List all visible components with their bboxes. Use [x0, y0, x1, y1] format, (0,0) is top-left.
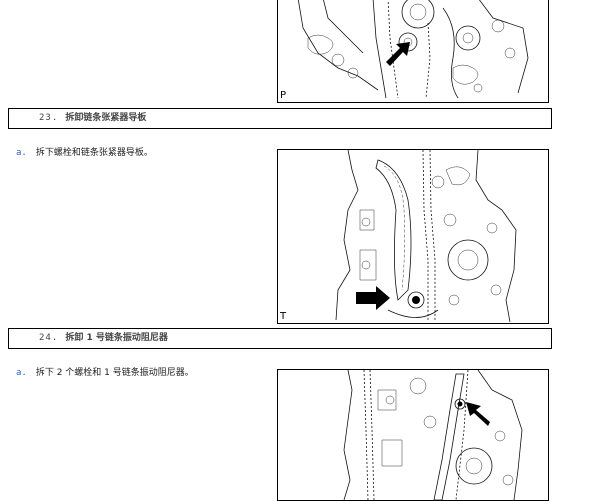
section-title: 拆卸链条张紧器导板: [65, 113, 147, 123]
engine-drawing-top: [297, 0, 529, 99]
section-number: 24.: [39, 333, 59, 343]
section-number: 23.: [39, 113, 59, 123]
section-title: 拆卸 1 号链条振动阻尼器: [65, 333, 168, 343]
section-header-24: 24. 拆卸 1 号链条振动阻尼器: [8, 328, 552, 349]
step-23a: a. 拆下螺栓和链条张紧器导板。: [16, 147, 153, 159]
engine-figure-bottom: [277, 369, 549, 501]
step-text: 拆下螺栓和链条张紧器导板。: [35, 148, 153, 158]
step-marker: a.: [16, 368, 27, 378]
section-header-23: 23. 拆卸链条张紧器导板: [8, 108, 552, 129]
step-24a: a. 拆下 2 个螺栓和 1 号链条振动阻尼器。: [16, 367, 194, 379]
engine-figure-top: P: [277, 0, 549, 103]
figure-code: T: [280, 311, 287, 322]
engine-drawing-bottom: [343, 370, 523, 500]
step-marker: a.: [16, 148, 27, 158]
engine-drawing-middle: [335, 150, 517, 323]
engine-figure-middle: T: [277, 149, 549, 324]
figure-code: P: [280, 90, 287, 101]
step-text: 拆下 2 个螺栓和 1 号链条振动阻尼器。: [35, 368, 194, 378]
